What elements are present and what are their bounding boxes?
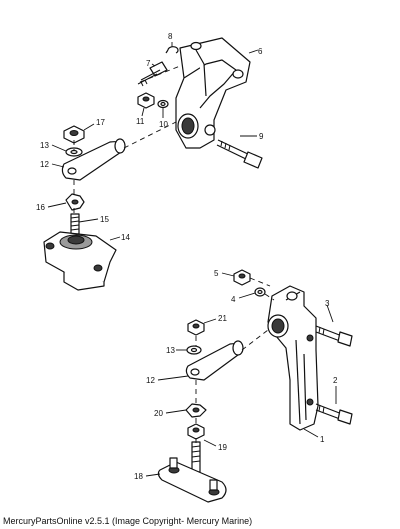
stud-part-15[interactable] [70, 213, 80, 235]
retainer-part-20[interactable] [185, 403, 207, 418]
assembly-line-lower-nut [249, 277, 275, 301]
callout-12-upper: 12 [40, 160, 49, 169]
callout-1: 1 [320, 435, 325, 444]
callout-8: 8 [168, 32, 173, 41]
callout-3: 3 [325, 299, 330, 308]
upper-bracket-part-6[interactable] [175, 37, 251, 149]
callout-13-upper: 13 [40, 141, 49, 150]
assembly-line-upper-bolt [139, 65, 181, 83]
callout-5: 5 [214, 269, 219, 278]
callout-11: 11 [136, 117, 145, 126]
bolt-part-7[interactable] [137, 61, 168, 87]
callout-12-lower: 12 [146, 376, 155, 385]
callout-6: 6 [258, 47, 263, 56]
washer-part-13-lower[interactable] [186, 345, 202, 355]
callout-16: 16 [36, 203, 45, 212]
callout-17: 17 [96, 118, 105, 127]
stud-plate-part-18[interactable] [157, 441, 227, 503]
rubber-mount-part-14[interactable] [43, 231, 117, 291]
bolt-part-2[interactable] [315, 403, 353, 425]
washer-part-10[interactable] [157, 99, 169, 109]
leader-lines [47, 42, 337, 477]
nut-part-21[interactable] [187, 319, 205, 336]
washer-part-13-upper[interactable] [65, 147, 83, 157]
callout-18: 18 [134, 472, 143, 481]
callout-20: 20 [154, 409, 163, 418]
strap-part-12-upper[interactable] [61, 138, 126, 181]
callout-10: 10 [159, 120, 168, 129]
callout-14: 14 [121, 233, 130, 242]
nut-part-17[interactable] [63, 125, 85, 144]
lower-bracket-part-1[interactable] [267, 285, 319, 431]
retainer-part-16[interactable] [65, 193, 85, 211]
nut-part-11[interactable] [137, 92, 155, 109]
callout-15: 15 [100, 215, 109, 224]
strap-part-12-lower[interactable] [185, 340, 244, 381]
callout-21: 21 [218, 314, 227, 323]
bolt-part-9[interactable] [216, 139, 263, 169]
assembly-line-upper-strap [123, 121, 177, 149]
callout-4: 4 [231, 295, 236, 304]
copyright-footer: MercuryPartsOnline v2.5.1 (Image Copyrig… [3, 516, 253, 526]
nut-part-5[interactable] [233, 269, 251, 286]
lock-washer-part-4[interactable] [254, 287, 266, 297]
callout-2: 2 [333, 376, 338, 385]
callout-9: 9 [259, 132, 264, 141]
assembly-line-lower-strap [241, 329, 269, 351]
nut-part-19[interactable] [187, 423, 205, 440]
bolt-part-3[interactable] [315, 325, 353, 347]
callout-7: 7 [146, 59, 151, 68]
callout-19: 19 [218, 443, 227, 452]
lock-washer-part-8[interactable] [165, 46, 179, 54]
callout-13-lower: 13 [166, 346, 175, 355]
